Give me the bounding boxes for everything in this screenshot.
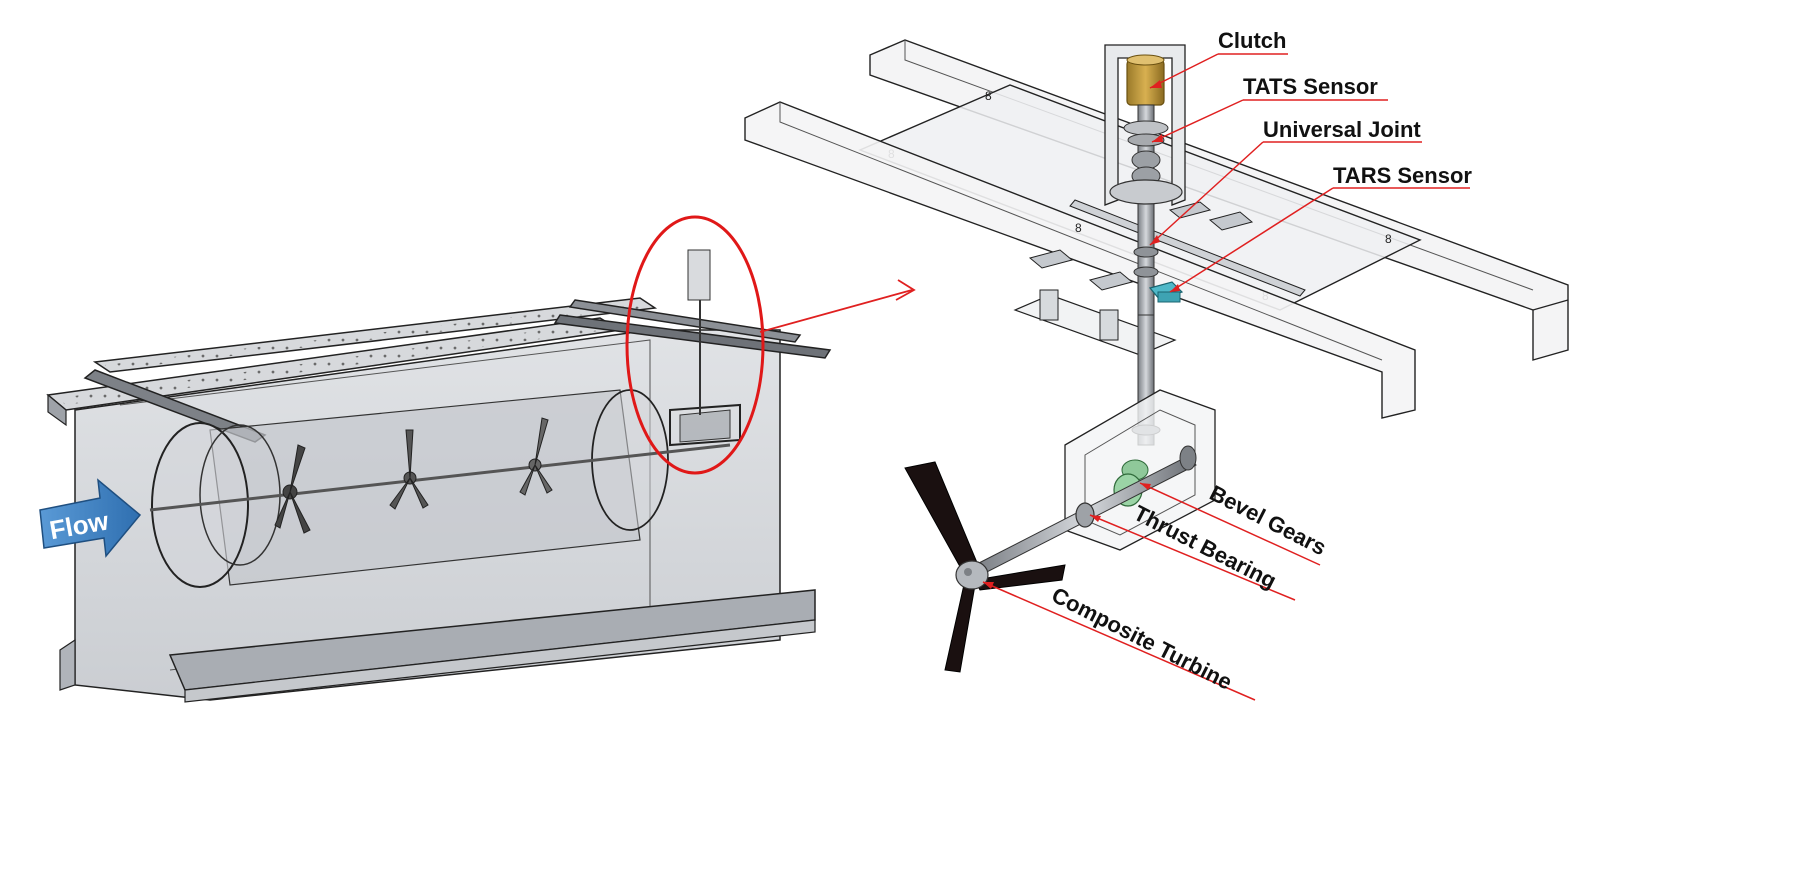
callout-lines xyxy=(982,53,1470,701)
svg-text:8: 8 xyxy=(1075,221,1082,235)
channel-beam-front xyxy=(744,101,1416,419)
thrust-bearing-part xyxy=(1075,502,1095,528)
label-universal-joint: Universal Joint xyxy=(1263,117,1421,142)
label-tars-sensor: TARS Sensor xyxy=(1333,163,1472,188)
cross-beam-right xyxy=(553,314,832,359)
label-tats-sensor: TATS Sensor xyxy=(1243,74,1378,99)
water-tank-assembly: Flow xyxy=(39,215,916,703)
label-clutch: Clutch xyxy=(1218,28,1286,53)
callout-arrowheads xyxy=(983,80,1180,589)
tube-turbine-3 xyxy=(519,417,553,496)
drive-train-detail: 8 8 8 8 8 xyxy=(744,28,1569,701)
composite-turbine-part xyxy=(904,461,1066,673)
tube-turbine-2 xyxy=(389,429,429,510)
label-composite-turbine: Composite Turbine xyxy=(1048,582,1237,695)
svg-text:8: 8 xyxy=(985,89,992,103)
highlight-circle xyxy=(625,215,765,475)
zoom-arrow xyxy=(759,289,913,333)
flow-arrow: Flow xyxy=(39,478,142,558)
tube-turbine-1 xyxy=(274,444,311,534)
svg-text:8: 8 xyxy=(1385,232,1392,246)
flange-disc xyxy=(1109,179,1183,205)
